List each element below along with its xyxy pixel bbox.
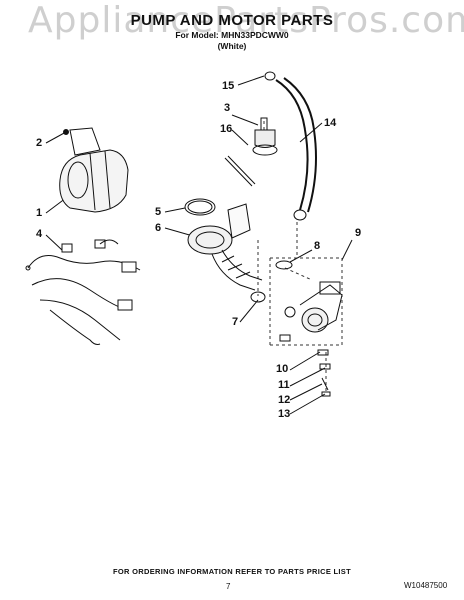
callout-14: 14 <box>324 117 337 129</box>
callout-6: 6 <box>155 222 162 234</box>
callout-7: 7 <box>232 316 239 328</box>
callout-9: 9 <box>355 227 362 239</box>
ordering-footer: FOR ORDERING INFORMATION REFER TO PARTS … <box>113 567 351 576</box>
callout-4: 4 <box>36 228 43 240</box>
callout-8: 8 <box>314 240 321 252</box>
document-part-number: W10487500 <box>404 581 448 590</box>
callout-12: 12 <box>278 394 291 406</box>
callout-5: 5 <box>155 206 162 218</box>
color-line: (White) <box>217 41 247 51</box>
callout-13: 13 <box>278 408 291 420</box>
callout-1: 1 <box>36 207 43 219</box>
model-line: For Model: MHN33PDCWW0 <box>175 30 289 40</box>
callout-2: 2 <box>36 137 43 149</box>
page-title: PUMP AND MOTOR PARTS <box>130 12 334 29</box>
callout-10: 10 <box>276 363 289 375</box>
callout-11: 11 <box>278 379 290 391</box>
callout-16: 16 <box>220 123 233 135</box>
watermark: AppliancePartsPros.com <box>28 0 464 41</box>
callout-3: 3 <box>224 102 231 114</box>
page-number: 7 <box>226 582 231 591</box>
callout-15: 15 <box>222 80 235 92</box>
